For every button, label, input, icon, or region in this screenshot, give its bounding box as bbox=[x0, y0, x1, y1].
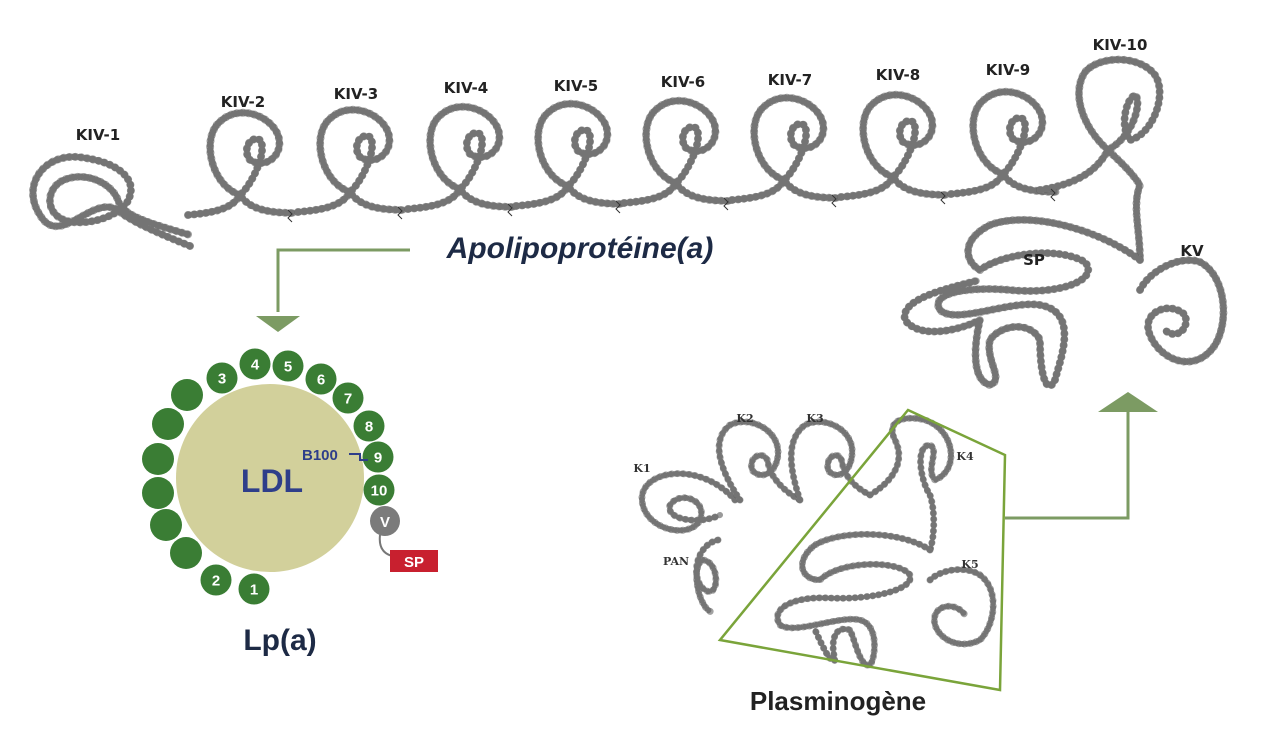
plasminogen-label: PAN bbox=[663, 555, 689, 568]
lpa-bead-label: 9 bbox=[374, 450, 382, 467]
kringle-3-loop-outline bbox=[294, 105, 410, 216]
kringle-9-loop-outline bbox=[947, 87, 1063, 198]
plasminogen-title: Plasminogène bbox=[750, 686, 926, 716]
cleavage-mark bbox=[723, 197, 729, 211]
kringle-label: KIV-4 bbox=[444, 79, 488, 97]
cleavage-mark bbox=[287, 209, 293, 223]
cleavage-mark bbox=[615, 200, 621, 214]
kringle-8-loop-outline bbox=[837, 90, 953, 201]
kringle-label: KIV-10 bbox=[1093, 36, 1148, 54]
kringle-10-loop-outline bbox=[1036, 55, 1164, 264]
plasm-k3-outline bbox=[787, 418, 874, 504]
plasm-pan-outline bbox=[693, 536, 722, 616]
lpa-title: Lp(a) bbox=[243, 624, 316, 657]
lpa-bead-2 bbox=[200, 564, 232, 596]
sp-box bbox=[390, 550, 438, 572]
lpa-bead-3 bbox=[206, 362, 238, 394]
plasm-k1-outline bbox=[638, 470, 739, 534]
lpa-plain-bead bbox=[142, 477, 174, 509]
ldl-label: LDL bbox=[241, 463, 303, 499]
lpa-bead-label: 2 bbox=[212, 573, 220, 590]
lpa-kringle-beads: 1 2 3 4 5 6 789 10 bbox=[142, 348, 395, 605]
kringle-label: KIV-7 bbox=[768, 71, 812, 89]
b100-link bbox=[349, 453, 368, 461]
kringle-label: KIV-8 bbox=[876, 66, 920, 84]
sp-domain-outline bbox=[900, 215, 1144, 390]
kringle-label: KIV-5 bbox=[554, 77, 598, 95]
lpa-bead-5 bbox=[272, 350, 304, 382]
kringle-label: KIV-2 bbox=[221, 93, 265, 111]
lpa-plain-bead bbox=[170, 537, 202, 569]
lpa-bead-6 bbox=[305, 363, 337, 395]
cleavage-mark bbox=[1050, 188, 1056, 202]
lpa-bead-4 bbox=[239, 348, 271, 380]
sp-link bbox=[378, 534, 393, 557]
kringle-6-loop-outline bbox=[620, 96, 736, 207]
apo-kv-label: KV bbox=[1180, 242, 1204, 260]
apo-title: Apolipoprotéine(a) bbox=[446, 232, 714, 265]
sp-box-label: SP bbox=[404, 554, 424, 571]
plasminogen-label: K2 bbox=[736, 412, 753, 425]
cleavage-mark bbox=[831, 194, 837, 208]
plasminogen-structure bbox=[638, 414, 997, 669]
highlight-outline bbox=[717, 408, 1007, 692]
lpa-plain-bead bbox=[152, 408, 184, 440]
lpa-bead-label: 1 bbox=[250, 582, 258, 599]
kringle-1-loop-outline bbox=[29, 152, 194, 250]
lpa-bead-label: 3 bbox=[218, 371, 226, 388]
lpa-bead-7 bbox=[332, 382, 364, 414]
lpa-bead-label: 10 bbox=[371, 483, 388, 500]
lpa-bead-label: 8 bbox=[365, 419, 373, 436]
kringle-label: KIV-6 bbox=[661, 73, 705, 91]
lpa-plain-bead bbox=[171, 379, 203, 411]
kringle-label: KIV-3 bbox=[334, 85, 378, 103]
plasminogen-label: K4 bbox=[956, 450, 974, 463]
kv-loop-outline bbox=[1136, 256, 1228, 366]
lpa-bead-label: 7 bbox=[344, 391, 352, 408]
lpa-bead-label: 5 bbox=[284, 359, 292, 376]
cleavage-mark bbox=[507, 203, 513, 217]
kringle-7-loop-outline bbox=[728, 93, 844, 204]
plasm-protease-outline bbox=[774, 530, 934, 669]
kringle-2-loop-outline bbox=[184, 108, 300, 219]
plasm-k5-outline bbox=[926, 566, 997, 648]
kringle-1-loop bbox=[29, 153, 194, 250]
cleavage-mark bbox=[940, 191, 946, 205]
arrow-apo-to-lpa bbox=[256, 248, 410, 332]
apo-a-chain bbox=[29, 55, 1228, 390]
lpa-bead-9 bbox=[362, 441, 394, 473]
plasminogen-label: K1 bbox=[633, 462, 650, 475]
lpa-bead-1 bbox=[238, 573, 270, 605]
lpa-bead-8 bbox=[353, 410, 385, 442]
lpa-plain-bead bbox=[150, 509, 182, 541]
plasm-k2-outline bbox=[715, 418, 804, 504]
plasm-k4-outline bbox=[866, 414, 955, 554]
kringle-5-loop-outline bbox=[512, 99, 628, 210]
ldl-core bbox=[176, 384, 364, 572]
plasminogen-label: K5 bbox=[961, 558, 978, 571]
apo-sp-label: SP bbox=[1023, 251, 1045, 269]
cleavage-mark bbox=[397, 206, 403, 220]
kringle-label: KIV-9 bbox=[986, 61, 1030, 79]
lpa-particle: LDL 1 2 3 4 5 6 789 10 B100 V SP bbox=[142, 348, 438, 605]
lpa-bead-10 bbox=[363, 474, 395, 506]
kringle-4-loop-outline bbox=[404, 102, 520, 213]
kringle-labels: KIV-1 KIV-2 KIV-3 KIV-4 KIV-5 KIV-6 KIV-7 KIV-8… bbox=[76, 36, 1148, 144]
b100-label: B100 bbox=[302, 447, 338, 464]
lpa-plain-bead bbox=[142, 443, 174, 475]
lpa-bead-label: 4 bbox=[251, 357, 260, 374]
arrow-plasm-to-apo bbox=[1005, 392, 1158, 520]
kringle-v-label: V bbox=[380, 514, 390, 531]
kringle-v bbox=[370, 506, 400, 536]
lpa-bead-label: 6 bbox=[317, 372, 325, 389]
plasminogen-label: K3 bbox=[806, 412, 823, 425]
kringle-label: KIV-1 bbox=[76, 126, 120, 144]
